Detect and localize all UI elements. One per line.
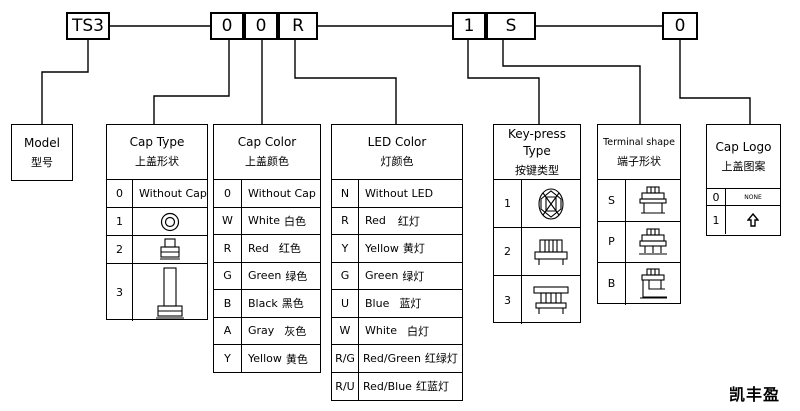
cap-type-title: Cap Type bbox=[129, 135, 185, 149]
cap-logo-title-zh: 上盖图案 bbox=[721, 159, 766, 173]
led-color-title: LED Color bbox=[367, 135, 427, 149]
model-title: Model bbox=[23, 135, 61, 150]
keypress-row: 3 bbox=[494, 276, 580, 324]
round-cap-icon bbox=[160, 212, 180, 231]
cap-type-row: 3 bbox=[107, 264, 207, 321]
cap-type-row: 1 bbox=[107, 208, 207, 236]
terminal-b-icon bbox=[640, 268, 667, 299]
keypress-row: 2 bbox=[494, 228, 580, 276]
terminal-shape-panel: Terminal shape 端子形状 S P bbox=[597, 124, 681, 305]
cap-logo-row: 0 NONE bbox=[707, 189, 780, 206]
keypress-type-panel: Key-press Type 按键类型 1 2 bbox=[493, 124, 581, 324]
cap-logo-title: Cap Logo bbox=[715, 139, 772, 154]
keypress-type-title: Key-press Type bbox=[507, 126, 567, 158]
model-title-zh: 型号 bbox=[31, 155, 53, 169]
terminal-shape-title: Terminal shape bbox=[603, 137, 675, 148]
terminal-row: B bbox=[598, 263, 680, 305]
cap-logo-panel: Cap Logo 上盖图案 0 NONE 1 bbox=[706, 124, 781, 236]
cap-type-row: 2 bbox=[107, 236, 207, 264]
terminal-row: S bbox=[598, 180, 680, 222]
code-logo-box: 0 bbox=[662, 12, 698, 40]
keypress-type-3-icon bbox=[533, 286, 569, 314]
code-led-color-box: R bbox=[278, 12, 318, 40]
code-terminal-box: S bbox=[486, 12, 536, 40]
code-cap-color-box: 0 bbox=[244, 12, 278, 40]
terminal-row: P bbox=[598, 221, 680, 263]
led-color-title-zh: 灯颜色 bbox=[380, 155, 414, 168]
keypress-row: 1 bbox=[494, 180, 580, 228]
watermark: 凯丰盈 bbox=[729, 385, 781, 404]
code-keypress-box: 1 bbox=[452, 12, 486, 40]
cap-type-row: 0 Without Cap bbox=[107, 180, 207, 208]
code-cap-type-box: 0 bbox=[210, 12, 244, 40]
cap-logo-row: 1 bbox=[707, 206, 780, 234]
keypress-type-2-icon bbox=[534, 238, 568, 265]
cap-color-title: Cap Color bbox=[237, 135, 297, 149]
arrow-up-logo-icon bbox=[747, 213, 759, 227]
model-panel: Model 型号 bbox=[11, 124, 73, 181]
keypress-type-title-zh: 按键类型 bbox=[515, 163, 559, 177]
terminal-shape-title-zh: 端子形状 bbox=[617, 155, 661, 168]
terminal-p-icon bbox=[639, 228, 667, 255]
keypress-type-1-icon bbox=[538, 187, 564, 220]
tall-cap-icon bbox=[156, 266, 184, 319]
short-cap-icon bbox=[160, 237, 180, 260]
code-series-box: TS3 bbox=[66, 12, 110, 40]
cap-color-title-zh: 上盖颜色 bbox=[245, 155, 289, 168]
terminal-s-icon bbox=[639, 186, 667, 214]
cap-type-panel: Cap Type 上盖形状 0 Without Cap 1 2 bbox=[106, 124, 208, 321]
cap-type-title-zh: 上盖形状 bbox=[135, 155, 179, 168]
